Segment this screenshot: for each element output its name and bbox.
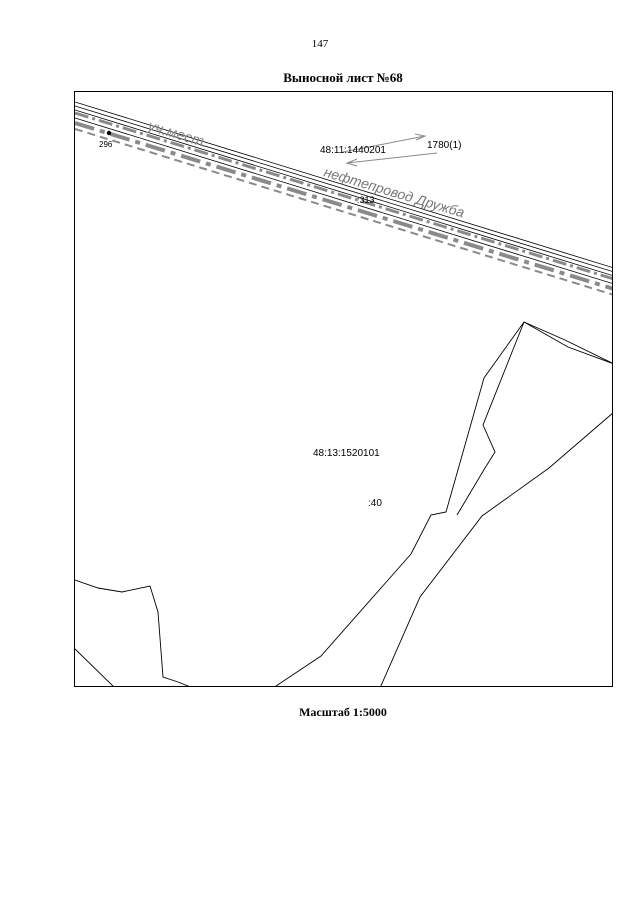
sheet-title: Выносной лист №68 [283,70,403,85]
arrow-lines [342,133,438,167]
label-parcel-main: 48:13:1520101 [313,448,380,459]
corridor-edge-3 [75,109,612,276]
map-canvas: 296 уч.мест. 48:11:1440201 1780(1) :313 … [75,101,612,686]
arrow-head-lower [345,158,358,167]
parcel-boundary-center [275,321,612,686]
arrow-head-upper [414,133,427,141]
parcel-boundary-east [380,413,612,686]
parcel-boundary-top [523,321,612,364]
corridor-edge-4 [75,117,612,284]
label-contour-1780: 1780(1) [427,140,461,151]
hatch-strip-3 [75,128,612,296]
arrow-line-lower [346,152,438,164]
parcel-boundary-west [75,579,190,686]
parcel-boundaries [75,321,612,686]
pipeline-hatch [75,111,612,296]
corridor-edge-2 [75,105,612,272]
page-number: 147 [311,38,329,50]
arrow-line-upper [342,135,426,153]
label-parcel-40: :40 [368,498,382,509]
label-point-296: 296 [99,140,113,149]
survey-point-296 [106,130,112,136]
map-frame: 296 уч.мест. 48:11:1440201 1780(1) :313 … [74,91,613,687]
scale-label: Масштаб 1:5000 [299,705,387,719]
parcel-boundary-sw [75,648,114,686]
label-parcel-top: 48:11:1440201 [320,145,386,156]
corridor-lines [75,101,612,284]
parcel-boundary-ne [456,321,525,516]
label-sub-313: :313 [357,195,375,205]
hatch-strip-2 [75,121,612,291]
hatch-strip-1 [75,111,612,280]
corridor-edge-1 [75,101,612,268]
